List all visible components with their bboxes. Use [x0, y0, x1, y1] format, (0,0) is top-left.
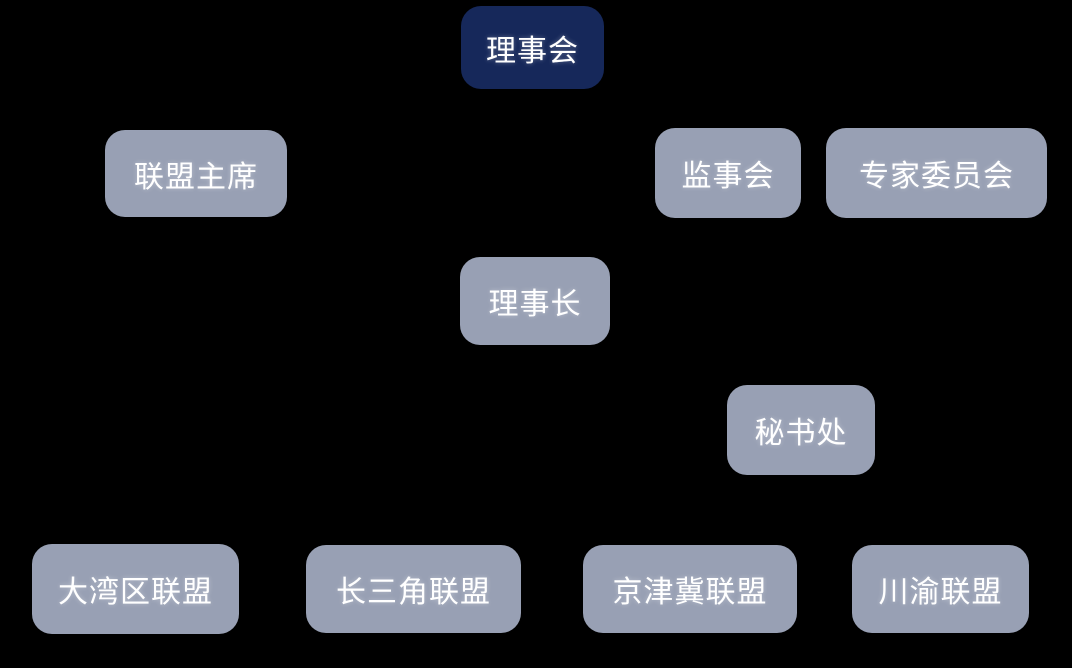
- org-node-chuanyu-alliance: 川渝联盟: [852, 545, 1029, 633]
- org-node-secretariat: 秘书处: [727, 385, 875, 475]
- org-node-expert-committee: 专家委员会: [826, 128, 1047, 218]
- org-node-alliance-chairman: 联盟主席: [105, 130, 287, 217]
- org-node-greater-bay-area-alliance: 大湾区联盟: [32, 544, 239, 634]
- org-node-jingjinji-alliance: 京津冀联盟: [583, 545, 797, 633]
- org-node-supervisory-board: 监事会: [655, 128, 801, 218]
- org-node-director-general: 理事长: [460, 257, 610, 345]
- org-node-council: 理事会: [461, 6, 604, 89]
- org-node-yangtze-delta-alliance: 长三角联盟: [306, 545, 521, 633]
